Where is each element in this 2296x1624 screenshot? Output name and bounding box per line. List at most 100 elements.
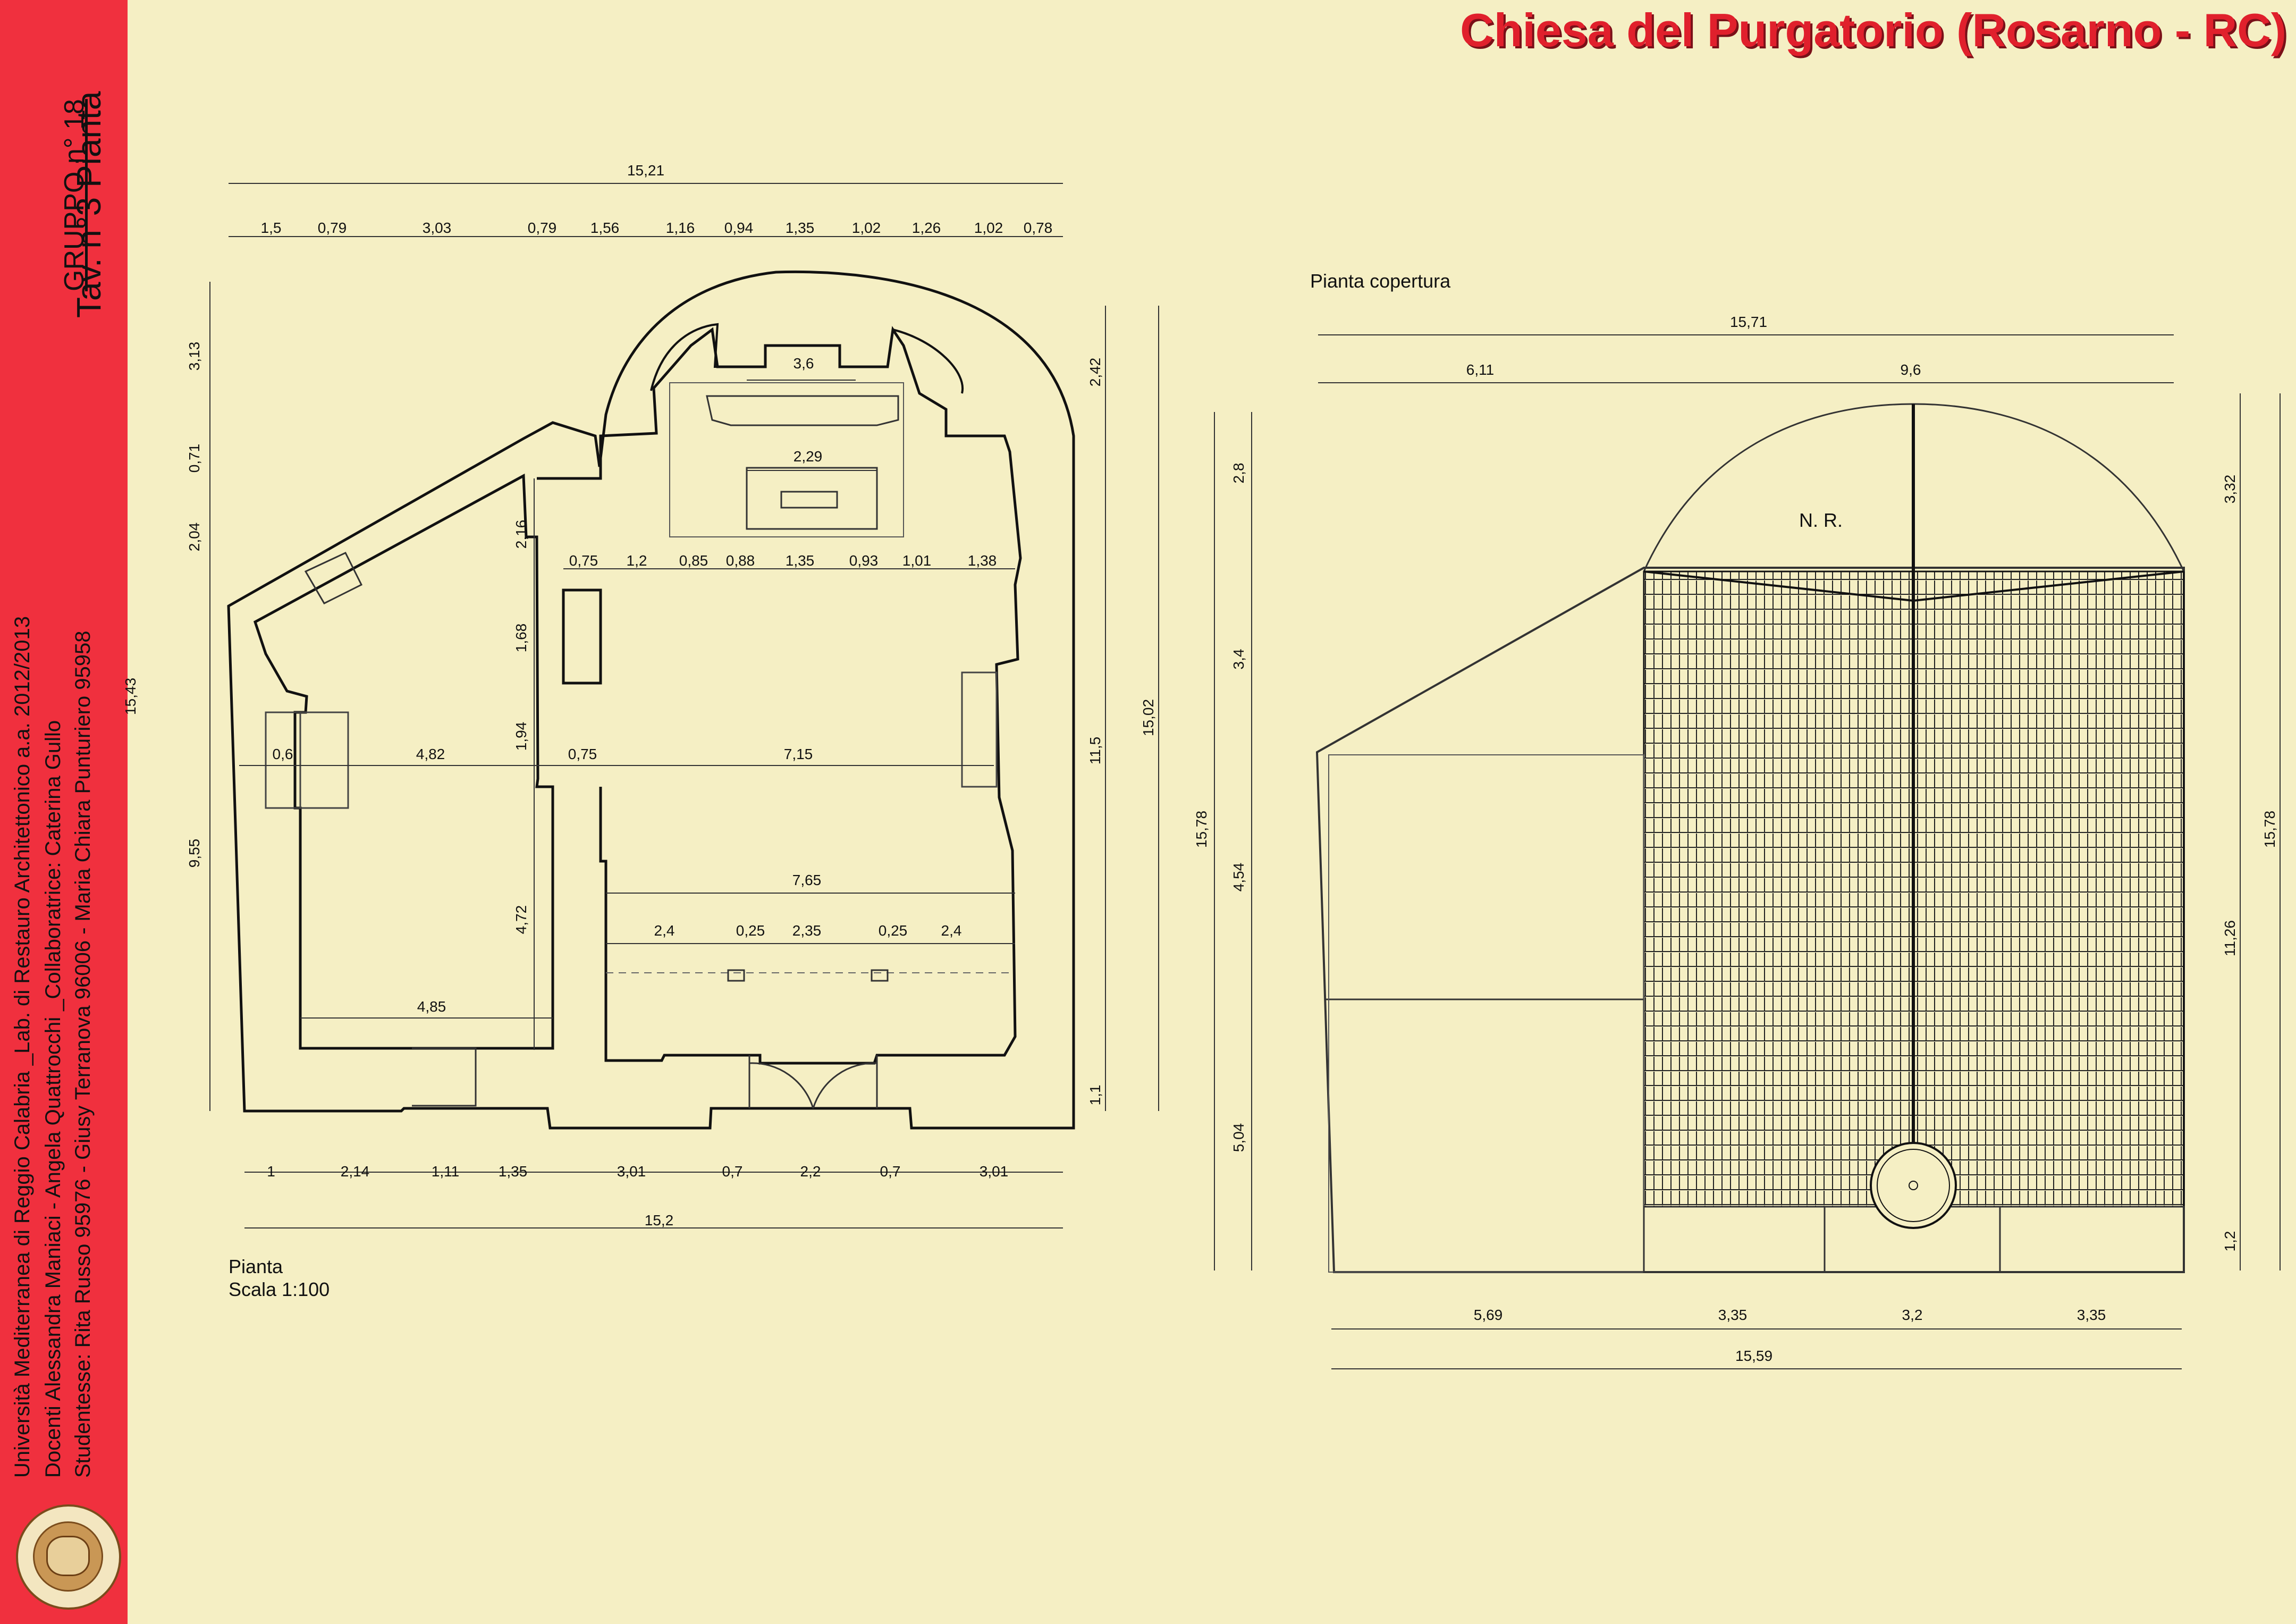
page-title: Chiesa del Purgatorio (Rosarno - RC) bbox=[1460, 4, 2286, 56]
dimension-label: 1,56 bbox=[590, 220, 620, 236]
roof-caption: Pianta copertura bbox=[1310, 270, 1451, 292]
dimension-label: 2,2 bbox=[800, 1163, 821, 1180]
altar-step bbox=[669, 382, 904, 537]
dimension-label: 0,88 bbox=[726, 552, 755, 569]
university-seal-logo bbox=[16, 1504, 121, 1610]
dimension-label: 2,4 bbox=[654, 922, 675, 939]
dimension-label: 11,26 bbox=[2222, 920, 2238, 956]
dimension-label: 2,42 bbox=[1087, 358, 1103, 387]
dimension-label: 7,15 bbox=[784, 746, 813, 762]
dimension-label: 1,02 bbox=[852, 220, 881, 236]
dimension-label: 1,11 bbox=[432, 1163, 459, 1180]
dimension-label: 0,93 bbox=[849, 552, 879, 569]
dimension-label: 15,2 bbox=[645, 1212, 674, 1228]
dimension-label: 1,2 bbox=[627, 552, 647, 569]
plan-east-niche bbox=[961, 671, 998, 788]
dimension-label: 1,02 bbox=[974, 220, 1003, 236]
dimension-label: 6,11 bbox=[1466, 361, 1494, 378]
dimension-label: 1,2 bbox=[2222, 1231, 2238, 1252]
altar-table bbox=[706, 395, 899, 426]
roof-dimension-lines bbox=[1214, 334, 2281, 1369]
dimension-label: 0,79 bbox=[318, 220, 347, 236]
dimension-label: 1,26 bbox=[912, 220, 941, 236]
altar-inner bbox=[780, 491, 838, 509]
dimension-label: 9,6 bbox=[1901, 361, 1921, 378]
dimension-label: 3,03 bbox=[423, 220, 452, 236]
dimension-label: 4,72 bbox=[513, 905, 529, 935]
dimension-label: 3,13 bbox=[186, 342, 202, 371]
dimension-label: 1,1 bbox=[1087, 1085, 1103, 1106]
dimension-label: 3,01 bbox=[617, 1163, 646, 1180]
plan-west-window bbox=[304, 552, 363, 604]
dimension-label: 15,43 bbox=[122, 678, 139, 715]
plan-apse-inner bbox=[650, 323, 964, 394]
plan-caption: Pianta bbox=[229, 1256, 283, 1277]
dimension-label: 5,04 bbox=[1230, 1123, 1247, 1152]
dimension-label: 3,01 bbox=[980, 1163, 1009, 1180]
dimension-label: 0,25 bbox=[736, 922, 765, 939]
dimension-label: 0,75 bbox=[568, 746, 597, 762]
dimension-label: 7,65 bbox=[792, 872, 822, 888]
dimension-label: 15,02 bbox=[1140, 699, 1157, 736]
plan-entrance-door bbox=[748, 1055, 878, 1109]
dimension-label: 2,4 bbox=[941, 922, 962, 939]
plan-west-room bbox=[253, 473, 554, 1050]
plan-scale: Scala 1:100 bbox=[229, 1278, 330, 1300]
dimension-label: 2,8 bbox=[1230, 463, 1247, 484]
dimension-label: 4,82 bbox=[416, 746, 445, 762]
dimension-label: 1,38 bbox=[968, 552, 997, 569]
roof-nr-label: N. R. bbox=[1799, 509, 1843, 531]
dimension-label: 9,55 bbox=[186, 839, 202, 868]
dimension-label: 3,32 bbox=[2222, 475, 2238, 504]
dimension-label: 3,6 bbox=[794, 355, 814, 372]
dimension-label: 0,71 bbox=[186, 444, 202, 473]
dimension-label: 2,35 bbox=[792, 922, 822, 939]
dimension-label: 0,6 bbox=[273, 746, 293, 762]
dimension-label: 15,71 bbox=[1730, 314, 1767, 330]
roof-bell-lantern bbox=[1870, 1142, 1957, 1229]
dimension-label: 2,04 bbox=[186, 523, 202, 552]
floor-plan bbox=[227, 270, 1075, 1130]
plan-pillar bbox=[562, 588, 602, 685]
dimension-label: 1,16 bbox=[666, 220, 695, 236]
dimension-label: 1,68 bbox=[513, 624, 529, 653]
dimension-label: 1,94 bbox=[513, 722, 529, 751]
dimension-label: 3,2 bbox=[1902, 1307, 1923, 1323]
dimension-label: 0,78 bbox=[1024, 220, 1053, 236]
dimension-label: 3,35 bbox=[2077, 1307, 2106, 1323]
dimension-label: 4,54 bbox=[1230, 863, 1247, 892]
dimension-label: 1,35 bbox=[786, 552, 815, 569]
dimension-label: 0,85 bbox=[679, 552, 708, 569]
dimension-label: 15,78 bbox=[2261, 811, 2278, 848]
dimension-label: 0,75 bbox=[569, 552, 598, 569]
dimension-label: 1,5 bbox=[261, 220, 282, 236]
roof-west-slope bbox=[1328, 754, 1644, 1273]
dimension-label: 15,78 bbox=[1193, 811, 1210, 848]
dimension-label: 15,59 bbox=[1735, 1348, 1772, 1364]
sidebar-band: GRUPPO n° 18 Tav. n°3 Pianta Università … bbox=[0, 0, 128, 1624]
dimension-label: 1 bbox=[267, 1163, 275, 1180]
dimension-label: 1,35 bbox=[786, 220, 815, 236]
dimension-label: 5,69 bbox=[1474, 1307, 1503, 1323]
dimension-label: 2,16 bbox=[513, 520, 529, 549]
roof-front-left bbox=[1643, 1206, 1826, 1273]
dimension-label: 15,21 bbox=[627, 162, 664, 179]
dimension-label: 0,25 bbox=[879, 922, 908, 939]
dimension-label: 2,14 bbox=[341, 1163, 370, 1180]
dimension-label: 0,79 bbox=[528, 220, 557, 236]
plan-south-step bbox=[412, 1047, 477, 1107]
dimension-label: 0,7 bbox=[722, 1163, 743, 1180]
dimension-label: 4,85 bbox=[417, 998, 446, 1015]
dimension-label: 2,29 bbox=[794, 448, 823, 465]
dimension-label: 0,7 bbox=[880, 1163, 901, 1180]
altar-base bbox=[746, 467, 878, 530]
roof-plan bbox=[1315, 403, 2185, 1273]
dimension-label: 11,5 bbox=[1087, 737, 1103, 764]
dimension-label: 3,4 bbox=[1230, 649, 1247, 670]
plan-west-niche bbox=[265, 711, 349, 809]
dimension-label: 0,94 bbox=[724, 220, 754, 236]
dimension-label: 3,35 bbox=[1718, 1307, 1748, 1323]
dimension-label: 1,01 bbox=[902, 552, 932, 569]
